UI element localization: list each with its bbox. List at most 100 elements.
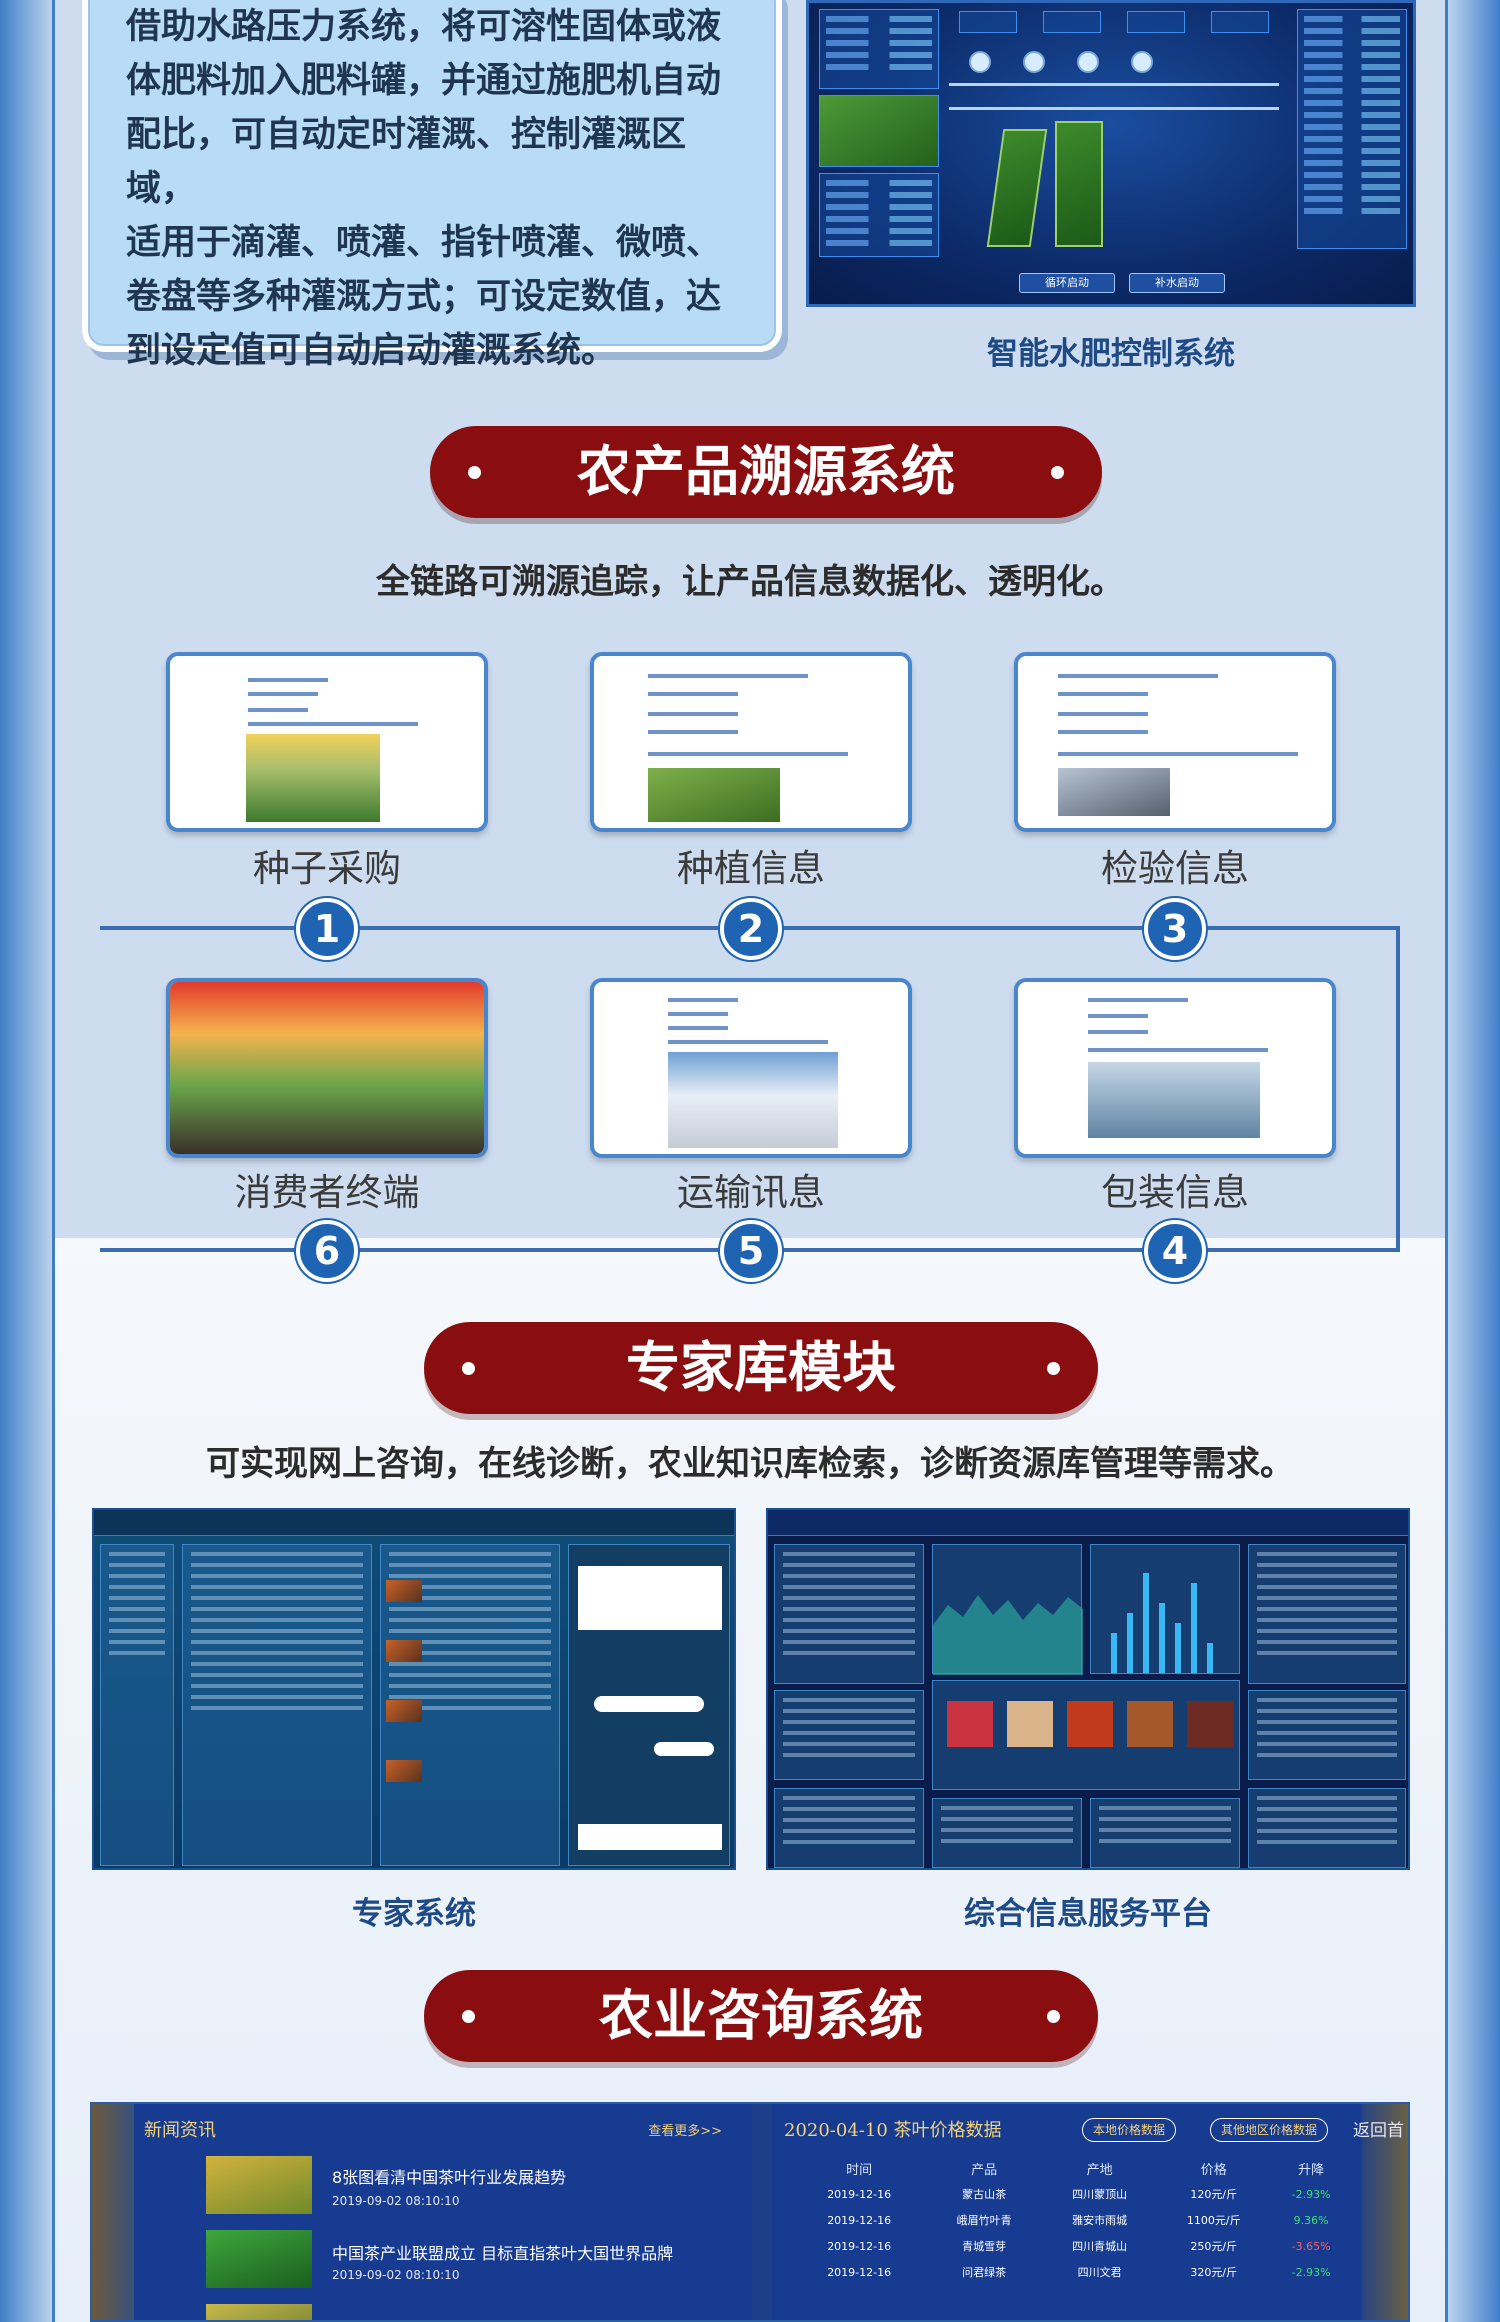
news-thumbnail <box>206 2230 312 2288</box>
traceability-subtitle: 全链路可溯源追踪，让产品信息数据化、透明化。 <box>376 562 1124 602</box>
expert-title-pill: 专家库模块 <box>424 1322 1098 1414</box>
dash-tank <box>1131 51 1153 73</box>
step-label: 种植信息 <box>677 847 825 890</box>
dash-tank <box>1023 51 1045 73</box>
tab-local-price[interactable]: 本地价格数据 <box>1082 2118 1177 2142</box>
cell-date: 2019-12-16 <box>827 2239 892 2253</box>
step-label: 运输讯息 <box>677 1171 825 1214</box>
card-planting-info <box>590 652 912 832</box>
intro-line: 体肥料加入肥料罐，并通过施肥机自动 <box>126 61 722 101</box>
traceability-title: 农产品溯源系统 <box>577 440 955 503</box>
cell-product: 青城雪芽 <box>962 2240 1007 2253</box>
intro-line: 借助水路压力系统，将可溶性固体或液 <box>126 7 722 47</box>
table-row: 2019-12-16 青城雪芽 四川青城山 250元/斤 -3.65% <box>792 2233 1352 2259</box>
step-label: 种子采购 <box>253 847 401 890</box>
card-transport-info <box>590 978 912 1158</box>
column-header: 产地 <box>1086 2163 1113 2178</box>
info-platform-caption: 综合信息服务平台 <box>964 1896 1212 1932</box>
intro-box <box>82 0 782 352</box>
price-table: 时间 产品 产地 价格 升降 2019-12-16 蒙古山茶 四川蒙顶山 120… <box>792 2156 1352 2285</box>
intro-line: 卷盘等多种灌溉方式；可设定数值，达 <box>126 277 722 317</box>
cell-origin: 雅安市雨城 <box>1072 2214 1128 2227</box>
step-label: 检验信息 <box>1101 847 1249 890</box>
cell-date: 2019-12-16 <box>827 2265 892 2279</box>
tab-other-region-price[interactable]: 其他地区价格数据 <box>1210 2118 1329 2142</box>
fertigation-caption: 智能水肥控制系统 <box>987 336 1235 372</box>
traceability-title-pill: 农产品溯源系统 <box>430 426 1102 518</box>
cell-change: -2.93% <box>1291 2187 1331 2201</box>
dash-panel <box>819 173 939 257</box>
expert-system-caption: 专家系统 <box>352 1896 476 1932</box>
table-row: 2019-12-16 蒙古山茶 四川蒙顶山 120元/斤 -2.93% <box>792 2181 1352 2207</box>
cell-origin: 四川青城山 <box>1072 2240 1128 2253</box>
expert-system-screenshot <box>92 1508 736 1870</box>
news-panel: 新闻资讯 查看更多>> 8张图看清中国茶叶行业发展趋势 2019-09-02 0… <box>134 2104 752 2320</box>
fertigation-dashboard-image: 循环启动 补水启动 <box>806 0 1416 307</box>
bullet-dot <box>1047 1362 1060 1375</box>
bullet-dot <box>462 2010 475 2023</box>
card-consumer-terminal <box>166 978 488 1158</box>
consult-title: 农业咨询系统 <box>599 1984 923 2047</box>
bullet-dot <box>462 1362 475 1375</box>
bullet-dot <box>468 466 481 479</box>
step-number: 3 <box>1144 898 1206 960</box>
cell-product: 蒙古山茶 <box>962 2188 1007 2201</box>
back-home-link[interactable]: 返回首 <box>1353 2121 1404 2141</box>
cell-price: 1100元/斤 <box>1186 2214 1241 2227</box>
cell-price: 320元/斤 <box>1190 2266 1238 2279</box>
column-header: 价格 <box>1200 2163 1227 2178</box>
cell-date: 2019-12-16 <box>827 2213 892 2227</box>
cell-change: -2.93% <box>1291 2265 1331 2279</box>
card-packaging-info <box>1014 978 1336 1158</box>
table-row: 2019-12-16 峨眉竹叶青 雅安市雨城 1100元/斤 9.36% <box>792 2207 1352 2233</box>
dash-tank <box>1077 51 1099 73</box>
intro-line: 适用于滴灌、喷灌、指针喷灌、微喷、 <box>126 223 722 263</box>
cell-change: -3.65% <box>1291 2239 1331 2253</box>
cell-origin: 四川蒙顶山 <box>1072 2188 1128 2201</box>
area-graph-icon <box>933 1595 1083 1675</box>
news-item-date: 2019-09-02 08:10:10 <box>332 2194 460 2208</box>
step-number: 1 <box>296 898 358 960</box>
bullet-dot <box>1047 2010 1060 2023</box>
price-panel: 2020-04-10 茶叶价格数据 本地价格数据 其他地区价格数据 时间 产品 … <box>772 2104 1362 2320</box>
dash-plant-bed <box>986 129 1048 247</box>
dash-gauge <box>1211 11 1269 33</box>
cell-price: 120元/斤 <box>1190 2188 1238 2201</box>
table-row: 2019-12-16 问君绿茶 四川文君 320元/斤 -2.93% <box>792 2259 1352 2285</box>
expert-title: 专家库模块 <box>626 1336 896 1399</box>
consult-screenshot: 新闻资讯 查看更多>> 8张图看清中国茶叶行业发展趋势 2019-09-02 0… <box>90 2102 1410 2322</box>
column-header: 产品 <box>971 2163 998 2178</box>
cell-product: 问君绿茶 <box>962 2266 1007 2279</box>
news-thumbnail <box>206 2156 312 2214</box>
bullet-dot <box>1051 466 1064 479</box>
step-label: 包装信息 <box>1101 1171 1249 1214</box>
dash-plant-bed <box>1055 121 1103 247</box>
column-header: 时间 <box>846 2163 873 2178</box>
news-item-title[interactable]: 中国茶产业联盟成立 目标直指茶叶大国世界品牌 <box>332 2244 674 2263</box>
expert-subtitle: 可实现网上咨询，在线诊断，农业知识库检索，诊断资源库管理等需求。 <box>206 1444 1294 1484</box>
dash-pipe <box>949 83 1279 86</box>
price-header: 2020-04-10 茶叶价格数据 <box>784 2120 1002 2141</box>
dash-cycle-button[interactable]: 循环启动 <box>1019 273 1115 293</box>
news-thumbnail <box>206 2304 312 2320</box>
cell-origin: 四川文君 <box>1077 2266 1122 2279</box>
intro-text: 借助水路压力系统，将可溶性固体或液 体肥料加入肥料罐，并通过施肥机自动 配比，可… <box>126 0 746 378</box>
dash-gauge <box>959 11 1017 33</box>
news-more-link[interactable]: 查看更多>> <box>648 2124 722 2139</box>
news-item-title[interactable]: 8张图看清中国茶叶行业发展趋势 <box>332 2168 567 2187</box>
intro-line: 配比，可自动定时灌溉、控制灌溉区域， <box>126 115 687 209</box>
step-number: 4 <box>1144 1220 1206 1282</box>
step-number: 2 <box>720 898 782 960</box>
connector-line <box>1396 926 1400 1252</box>
info-service-platform-screenshot <box>766 1508 1410 1870</box>
cell-product: 峨眉竹叶青 <box>956 2214 1012 2227</box>
dash-gauge <box>1127 11 1185 33</box>
cell-change: 9.36% <box>1293 2213 1329 2227</box>
dash-tank <box>969 51 991 73</box>
step-number: 5 <box>720 1220 782 1282</box>
dash-pipe <box>949 107 1279 110</box>
dash-refill-button[interactable]: 补水启动 <box>1129 273 1225 293</box>
dash-panel <box>1297 9 1407 249</box>
consult-title-pill: 农业咨询系统 <box>424 1970 1098 2062</box>
cell-price: 250元/斤 <box>1190 2240 1238 2253</box>
